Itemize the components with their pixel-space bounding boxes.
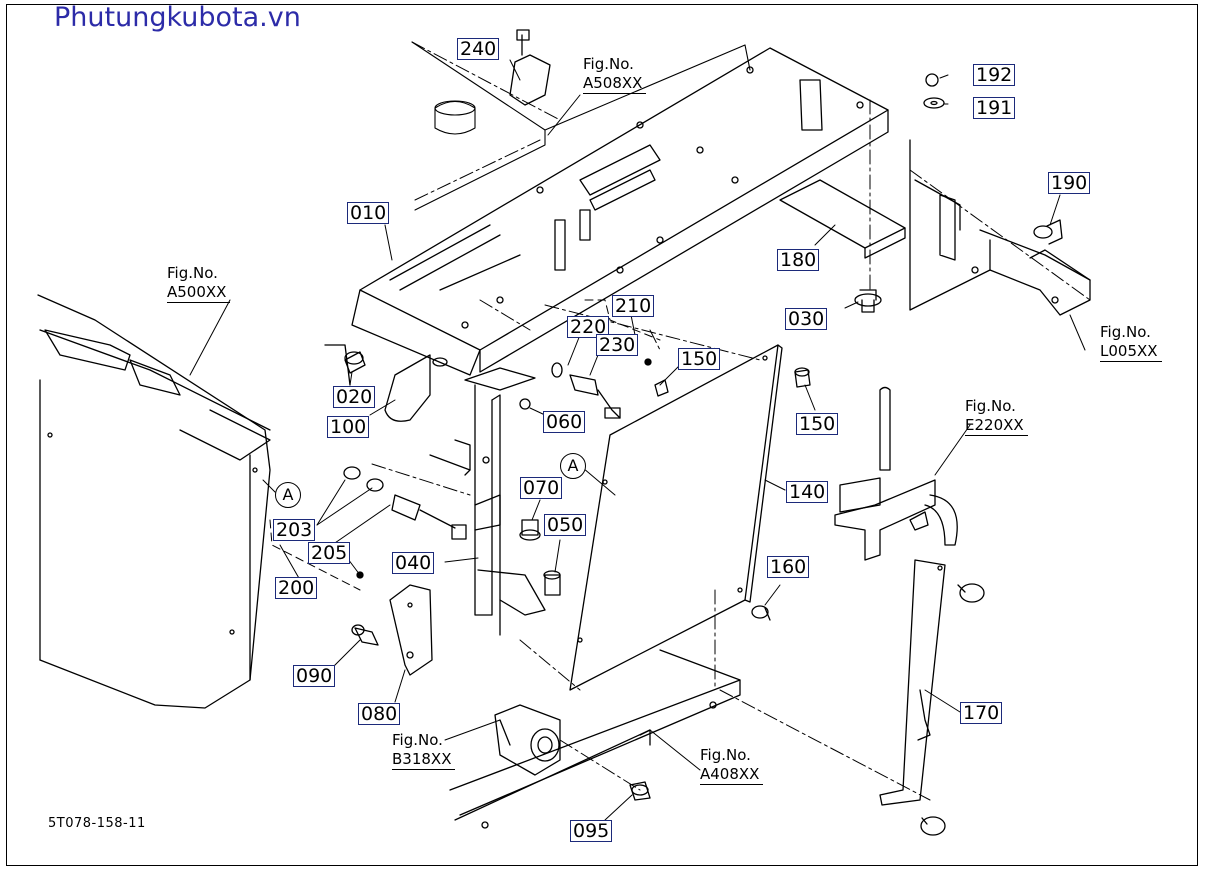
bolt-150: [794, 367, 811, 388]
figure-ref-b318[interactable]: Fig.No. B318XX: [392, 731, 456, 770]
bolt-050: [543, 570, 561, 596]
bolt-090: [351, 624, 379, 646]
figure-ref-label: Fig.No.: [700, 746, 751, 764]
figure-ref-code: L005XX: [1100, 342, 1162, 362]
figure-ref-label: Fig.No.: [965, 397, 1016, 415]
figure-ref-a500[interactable]: Fig.No. A500XX: [167, 264, 231, 303]
part-number-191[interactable]: 191: [973, 97, 1016, 119]
part-number-070[interactable]: 070: [520, 477, 563, 499]
bracket-080: [389, 584, 433, 676]
upper-left-sheet: [411, 41, 751, 211]
drawing-frame: [6, 4, 1198, 866]
nut-washer-191-192: [923, 73, 945, 109]
part-number-100[interactable]: 100: [327, 416, 370, 438]
figure-ref-code: A408XX: [700, 765, 764, 785]
bolt-095: [629, 781, 651, 801]
reference-lines: [371, 41, 1091, 801]
part-number-220[interactable]: 220: [567, 316, 610, 338]
part-number-010[interactable]: 010: [347, 202, 390, 224]
part-number-205[interactable]: 205: [308, 542, 351, 564]
part-number-170[interactable]: 170: [960, 702, 1003, 724]
bolt-070: [519, 519, 541, 541]
figure-ref-e220[interactable]: Fig.No. E220XX: [965, 397, 1028, 436]
part-number-190[interactable]: 190: [1048, 172, 1091, 194]
bolt-030: [854, 289, 882, 313]
part-number-240[interactable]: 240: [457, 38, 500, 60]
bolt-190: [1033, 219, 1063, 245]
part-number-230[interactable]: 230: [596, 334, 639, 356]
lower-frame: [449, 649, 741, 829]
part-number-040[interactable]: 040: [392, 552, 435, 574]
bolt-160: [751, 605, 771, 621]
figure-ref-code: A508XX: [583, 74, 647, 94]
upper-frame-010: [351, 47, 889, 376]
part-number-180[interactable]: 180: [777, 249, 820, 271]
part-number-210[interactable]: 210: [612, 295, 655, 317]
part-number-020[interactable]: 020: [333, 386, 376, 408]
left-cover: [37, 294, 271, 709]
part-number-160[interactable]: 160: [767, 556, 810, 578]
leader-lines: [189, 59, 1086, 821]
part-number-140[interactable]: 140: [786, 481, 829, 503]
figure-ref-code: A500XX: [167, 283, 231, 303]
part-number-050[interactable]: 050: [544, 514, 587, 536]
part-number-150-right[interactable]: 150: [796, 413, 839, 435]
callout-marker-left: A: [275, 482, 301, 508]
panel-140: [569, 344, 783, 691]
figure-ref-label: Fig.No.: [1100, 323, 1151, 341]
bracket-240: [509, 29, 551, 106]
drawing-code: 5T078-158-11: [48, 816, 146, 831]
part-number-080[interactable]: 080: [358, 703, 401, 725]
part-number-200[interactable]: 200: [275, 577, 318, 599]
part-number-060[interactable]: 060: [543, 411, 586, 433]
part-number-203[interactable]: 203: [273, 519, 316, 541]
lever-e220: [834, 386, 958, 561]
figure-ref-l005[interactable]: Fig.No. L005XX: [1100, 323, 1162, 362]
guide-100: [324, 344, 448, 422]
plate-180: [779, 179, 906, 259]
part-number-030[interactable]: 030: [785, 308, 828, 330]
figure-ref-label: Fig.No.: [583, 55, 634, 73]
figure-ref-a408[interactable]: Fig.No. A408XX: [700, 746, 764, 785]
bracket-group-200: [269, 299, 661, 591]
figure-ref-code: E220XX: [965, 416, 1028, 436]
figure-ref-code: B318XX: [392, 750, 456, 770]
part-number-090[interactable]: 090: [293, 665, 336, 687]
right-side-plates: [909, 139, 1091, 316]
figure-ref-label: Fig.No.: [392, 731, 443, 749]
site-watermark: Phutungkubota.vn: [54, 2, 301, 33]
figure-ref-a508[interactable]: Fig.No. A508XX: [583, 55, 647, 94]
part-number-192[interactable]: 192: [973, 64, 1016, 86]
switch-220-230: [551, 362, 669, 419]
callout-marker-right: A: [560, 453, 586, 479]
rod-170: [879, 559, 946, 806]
part-number-150-upper[interactable]: 150: [678, 348, 721, 370]
part-number-095[interactable]: 095: [570, 820, 613, 842]
post-040: [464, 367, 546, 636]
lever-bolts: [920, 583, 985, 836]
figure-ref-label: Fig.No.: [167, 264, 218, 282]
coupling-b318: [494, 704, 561, 776]
